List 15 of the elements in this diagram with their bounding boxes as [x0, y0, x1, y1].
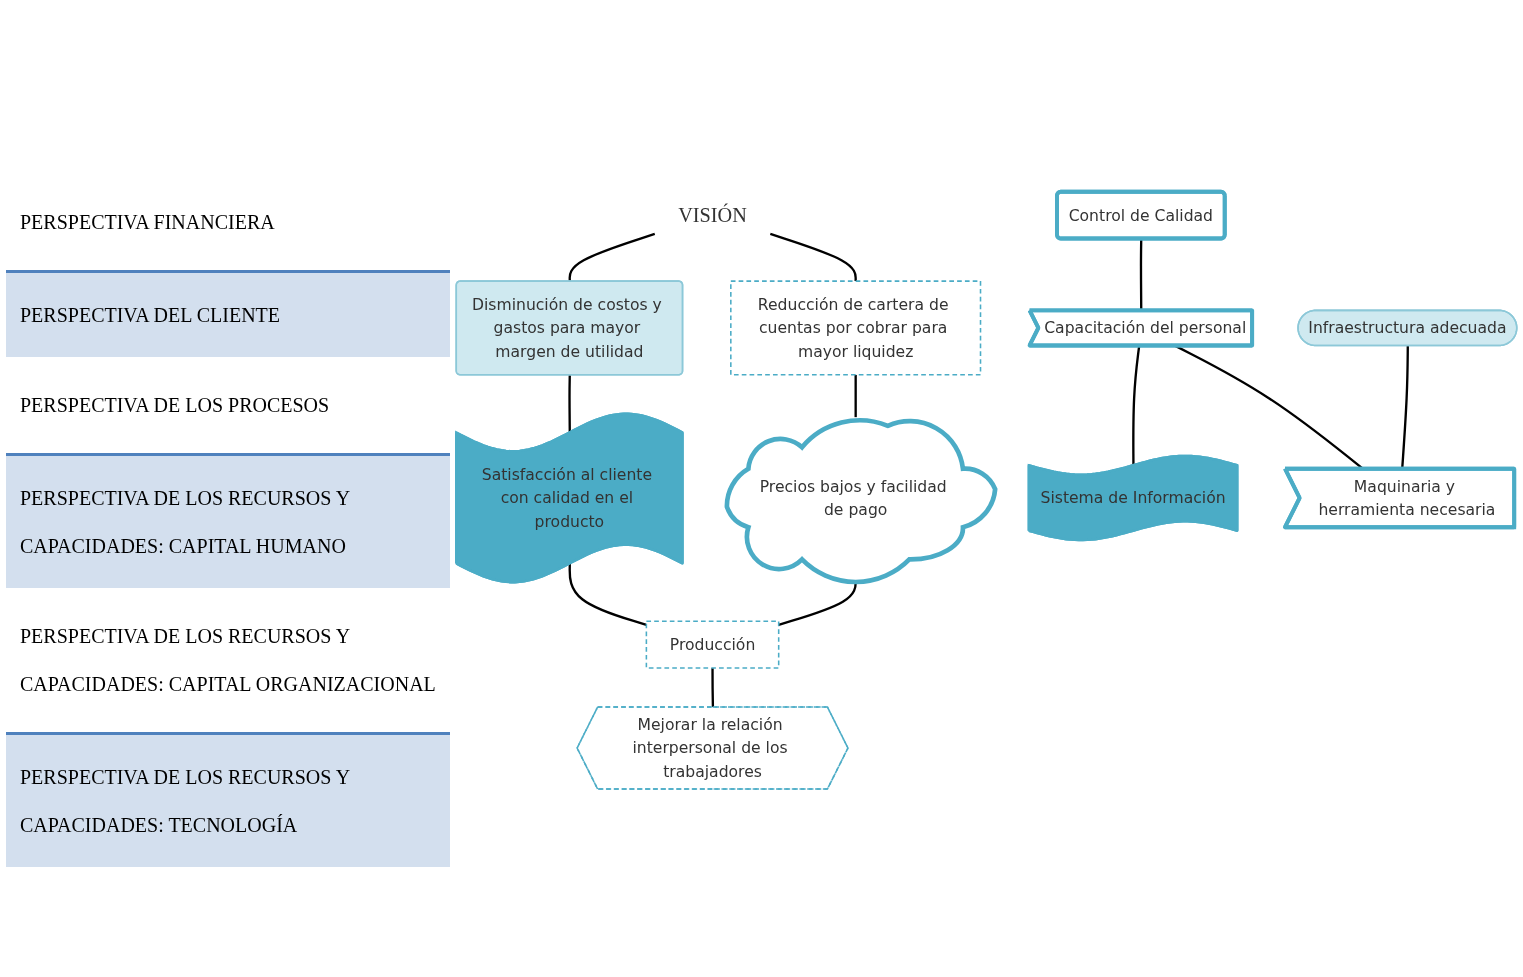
connector: [568, 563, 647, 626]
perspective-label: PERSPECTIVA DEL CLIENTE: [6, 270, 450, 357]
node-text: VISIÓN: [678, 203, 747, 227]
perspective-label: PERSPECTIVA DE LOS PROCESOS: [19, 393, 331, 418]
connector: [568, 232, 656, 282]
perspective-label: PERSPECTIVA DE LOS RECURSOS Y CAPACIDADES: CAPITAL ORGANIZACIONAL: [19, 624, 437, 697]
connector: [854, 374, 857, 418]
connector: [769, 232, 857, 281]
node-box: Reducción de cartera de cuentas por cobrar para mayor liquidez: [730, 280, 982, 376]
node-box: Producción: [645, 620, 780, 669]
perspective-label: PERSPECTIVA DE LOS RECURSOS Y CAPACIDADES: TECNOLOGÍA: [6, 732, 450, 867]
perspective-label: PERSPECTIVA FINANCIERA: [19, 210, 276, 235]
connector: [711, 667, 715, 708]
connector: [568, 374, 571, 433]
perspective-label: PERSPECTIVA DE LOS RECURSOS Y CAPACIDADES: CAPITAL HUMANO: [6, 453, 450, 588]
